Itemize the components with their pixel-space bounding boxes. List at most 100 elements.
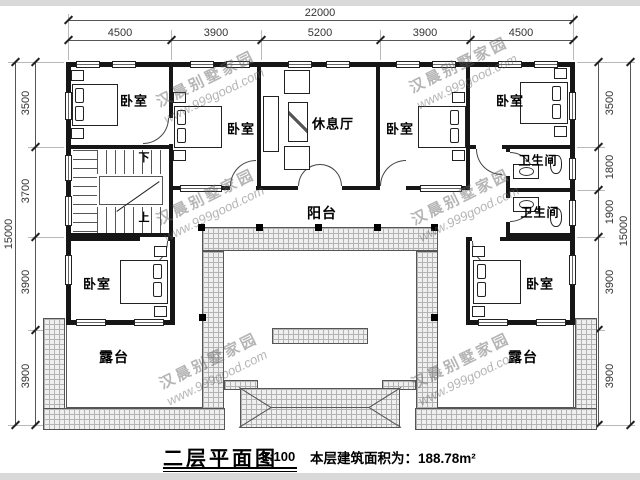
sink [513,164,539,179]
plan-title: 二层平面图 [163,448,278,470]
room-label-bedroom-4: 卧室 [495,93,525,109]
dimension-line-right-total [630,62,631,425]
dim-label: 3900 [203,27,229,39]
column-dot [199,314,206,321]
wall [66,145,173,149]
railing-line [573,324,574,408]
wall [66,233,173,237]
extension-line [470,30,471,60]
wall [466,320,575,325]
wall [470,145,575,149]
dim-label: 4500 [508,27,534,39]
extension-line [577,147,605,148]
column-dot [431,224,438,231]
room-label-balcony: 阳台 [307,205,337,221]
nightstand [71,70,84,81]
window [569,255,576,285]
wall [66,62,71,237]
sink [513,197,539,212]
dim-label: 1900 [604,199,616,225]
pillow [552,86,561,101]
terrace-right-parapet [415,408,597,430]
railing-line [66,324,67,408]
stair-up-label: 上 [138,212,150,224]
window [396,61,420,68]
wall [170,237,175,324]
nightstand [452,92,465,103]
window [536,319,566,326]
door-gap [298,186,342,190]
nightstand [154,306,167,317]
plan-scale: 1:100 [262,449,296,464]
door-arc [320,164,342,186]
wall [66,320,175,325]
wall [506,149,510,237]
room-label-bedroom-3: 卧室 [385,121,415,137]
dimension-line-right-segments [598,62,599,425]
bottom-frame-band [0,473,640,480]
porch-ridge-line [270,407,370,408]
nightstand [472,306,485,317]
nightstand [554,126,567,137]
dim-label: 3900 [20,363,32,389]
dimension-line-top-total [68,20,573,21]
door-gap [230,186,256,190]
courtyard-left-band [202,251,224,423]
balcony-roof-band [202,227,438,251]
window [432,61,456,68]
dim-label-total-width: 22000 [304,7,336,19]
courtyard-right-band [416,251,438,423]
terrace-left-parapet [43,408,225,430]
pillow [477,264,486,279]
window [420,185,462,192]
dim-label: 3700 [20,178,32,204]
dimension-line-top-segments [68,40,573,41]
door-arc [476,149,502,175]
window [76,319,106,326]
window [180,185,222,192]
dim-label: 3900 [412,27,438,39]
column-dot [374,224,381,231]
nightstand [173,92,186,103]
window [65,155,72,181]
room-label-bedroom-6: 卧室 [525,276,555,292]
column-dot [315,224,322,231]
stair-treads [97,150,167,174]
door-arc [143,118,169,144]
wall [66,62,575,67]
nightstand [554,68,567,79]
pillow [153,282,162,297]
wall [466,241,470,324]
extension-line [577,190,605,191]
pillow [75,106,84,121]
room-label-bathroom-2: 卫生间 [520,205,560,220]
porch-roof [240,388,400,428]
room-label-lounge: 休息厅 [311,116,355,132]
door-arc [380,160,406,186]
window [65,92,72,120]
stair-treads [73,150,97,233]
door-gap [140,237,168,241]
wall [66,237,175,241]
pillow [153,264,162,279]
stair-down-label: 下 [138,152,150,164]
window [478,319,508,326]
door-arc [230,160,256,186]
room-label-terrace-right: 露台 [508,349,538,365]
window [112,61,136,68]
window [326,61,350,68]
pillow [75,88,84,103]
wall [257,62,261,190]
title-underline [163,471,297,472]
window [76,61,100,68]
dim-label-total-height: 15000 [3,218,15,250]
pillow [177,110,186,125]
window [288,61,312,68]
window [569,158,576,180]
nightstand [154,246,167,257]
dim-label: 5200 [307,27,333,39]
window [226,61,250,68]
terrace-right-parapet [575,318,597,430]
dim-label: 3500 [20,90,32,116]
